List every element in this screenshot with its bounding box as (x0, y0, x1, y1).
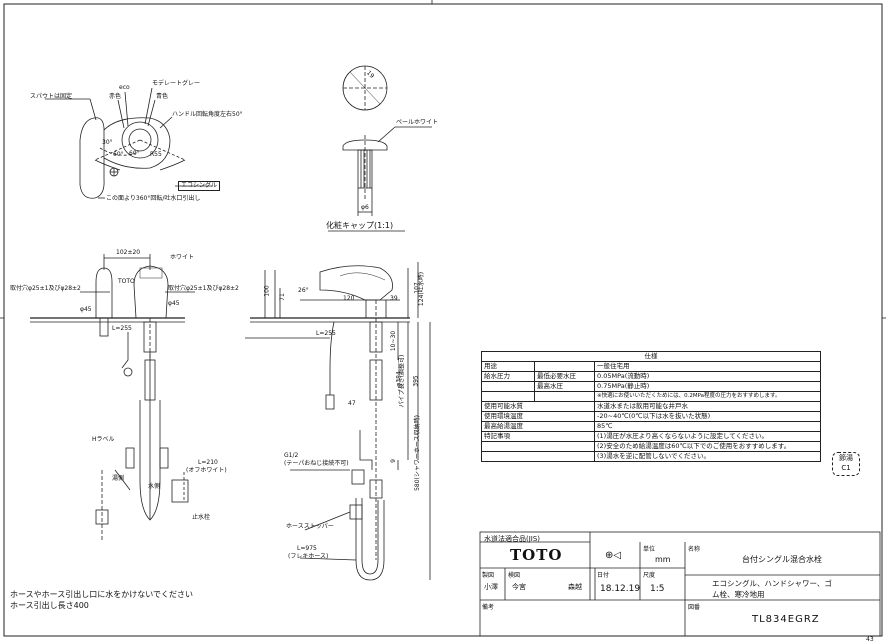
table-row: 使用環境温度 -20~40℃(0℃以下は水を抜いた状態) (481, 411, 821, 422)
date-label: 日付 (597, 572, 610, 579)
dim-395: 395 (412, 375, 420, 387)
stamp-line-2: C1 (841, 464, 851, 472)
drawn-label: 製図 (482, 572, 495, 579)
water-saving-stamp: 節湯 C1 (832, 452, 860, 476)
table-row: (3)湯水を逆に配管しないでください。 (481, 451, 821, 462)
table-row: 用途 一般住宅用 (481, 361, 821, 372)
scale-value: 1:5 (650, 584, 665, 594)
product-name: 台付シングル混合水栓 (742, 555, 822, 564)
dim-120: 120 (343, 295, 355, 302)
table-row: 最高給湯温度 85℃ (481, 421, 821, 432)
label-taper: (テーパおねじ接続不可) (284, 460, 349, 467)
name-label: 名称 (688, 546, 701, 553)
date-value: 18.12.19 (600, 584, 641, 594)
dim-60b: 60° (129, 150, 140, 157)
dim-580: 580(シャワーホース収納時) (413, 415, 421, 491)
label-h-label: Hラベル (92, 436, 115, 443)
dim-102: 102±20 (116, 249, 141, 256)
dim-45a: φ45 (80, 306, 92, 313)
dim-l975: L=975 (297, 545, 317, 552)
label-spout-fixed: スパウトは固定 (30, 93, 73, 100)
dim-r55: R55 (150, 151, 162, 158)
label-handle-angle: ハンドル回転角度左右50° (172, 111, 243, 118)
top-view-drawing (45, 87, 212, 199)
dim-10-30: 10~30 (390, 330, 398, 352)
cap-caption: 化粧キャップ(1:1) (326, 221, 394, 230)
cap-view-drawing (328, 65, 432, 232)
model-label: 図番 (688, 604, 701, 611)
scale-label: 尺度 (643, 572, 656, 579)
dim-30: 30° (102, 139, 113, 146)
table-row: 最高水圧 0.75MPa(静止時) (481, 381, 821, 392)
hole-left: 取付穴φ25±1及びφ28±2 (10, 285, 81, 292)
front-view-drawing (30, 254, 195, 540)
dim-45b: φ45 (168, 300, 180, 307)
table-row: 使用可能水質 水道水または飲用可能な井戸水 (481, 401, 821, 412)
label-white: ホワイト (170, 254, 195, 261)
unit-label: 単位 (643, 546, 656, 553)
dim-26: 26° (298, 287, 309, 294)
label-rotation: この面より360°回転/吐水口引出し (106, 195, 201, 202)
side-view-drawing (245, 262, 431, 581)
checked-by: 今宮 (512, 583, 526, 591)
unit-value: mm (655, 555, 671, 564)
label-stop: 止水栓 (192, 514, 211, 521)
label-eco-single: エコシングル (178, 181, 221, 191)
label-pipe: パイプ長さ(調整可) (398, 354, 406, 408)
projection-symbol-icon: ⊕◁ (605, 550, 622, 561)
label-stopper: ホースストッパー (286, 523, 334, 530)
dim-71: 71 (278, 293, 286, 301)
table-row: 特記事項 (1)湯圧が水圧より高くならないように設定してください。 (481, 431, 821, 442)
dim-60a: 60° (113, 151, 124, 158)
label-eco: eco (119, 84, 130, 91)
label-pale-white: ペールホワイト (396, 119, 439, 126)
label-blue: 青色 (156, 93, 169, 100)
desc-line-2: ム栓、寒冷地用 (712, 590, 765, 599)
dim-l255-side: L=255 (316, 330, 336, 337)
stamp-line-1: 節湯 (839, 454, 853, 462)
model-number: TL834EGRZ (752, 614, 820, 625)
checked-label: 検図 (508, 572, 521, 579)
dim-100: 100 (263, 285, 271, 297)
dim-9: 9 (389, 459, 397, 463)
drawn-by: 小澤 (484, 583, 498, 591)
remarks-label: 備考 (482, 604, 495, 611)
label-moderate-gray: モデレートグレー (152, 80, 201, 87)
page-number: 43 (866, 636, 874, 643)
brand-logo: TOTO (510, 546, 563, 564)
table-row: 給水圧力 最低必要水圧 0.05MPa(流動時) (481, 371, 821, 382)
spec-table: 仕様 用途 一般住宅用 給水圧力 最低必要水圧 0.05MPa(流動時) 最高水… (481, 351, 821, 462)
dim-39: 39 (390, 295, 398, 302)
standard-label: 水道法適合品(JIS) (484, 535, 541, 543)
note-line-2: ホース引出し長さ400 (10, 601, 89, 610)
label-toto: TOTO (118, 278, 135, 285)
table-row: ※快適にお使いいただくためには、0.2MPa程度の圧力をおすすめします。 (481, 391, 821, 402)
table-row: (2)安全のため給湯温度は60℃以下でのご使用をおすすめします。 (481, 441, 821, 452)
label-off-white: (オフホワイト) (186, 467, 227, 474)
dim-47: 47 (348, 400, 356, 407)
dim-l210: L=210 (198, 459, 218, 466)
label-red: 赤色 (109, 93, 122, 100)
dim-124: 124(吐水時) (418, 271, 426, 307)
hole-right: 取付穴φ25±1及びφ28±2 (168, 285, 239, 292)
dim-l255-front: L=255 (112, 325, 132, 332)
label-flexi: (フレキホース) (288, 553, 329, 560)
title-block-lines (479, 531, 881, 637)
label-g12: G1/2 (284, 452, 299, 459)
dim-6: φ6 (361, 204, 369, 211)
label-hot: 湯側 (112, 475, 125, 482)
label-cold: 水側 (148, 483, 161, 490)
spec-title: 仕様 (481, 351, 821, 362)
desc-line-1: エコシングル、ハンドシャワー、ゴ (712, 579, 832, 588)
note-line-1: ホースやホース引出し口に水をかけないでください (10, 590, 193, 599)
approved-by: 森越 (568, 583, 582, 591)
